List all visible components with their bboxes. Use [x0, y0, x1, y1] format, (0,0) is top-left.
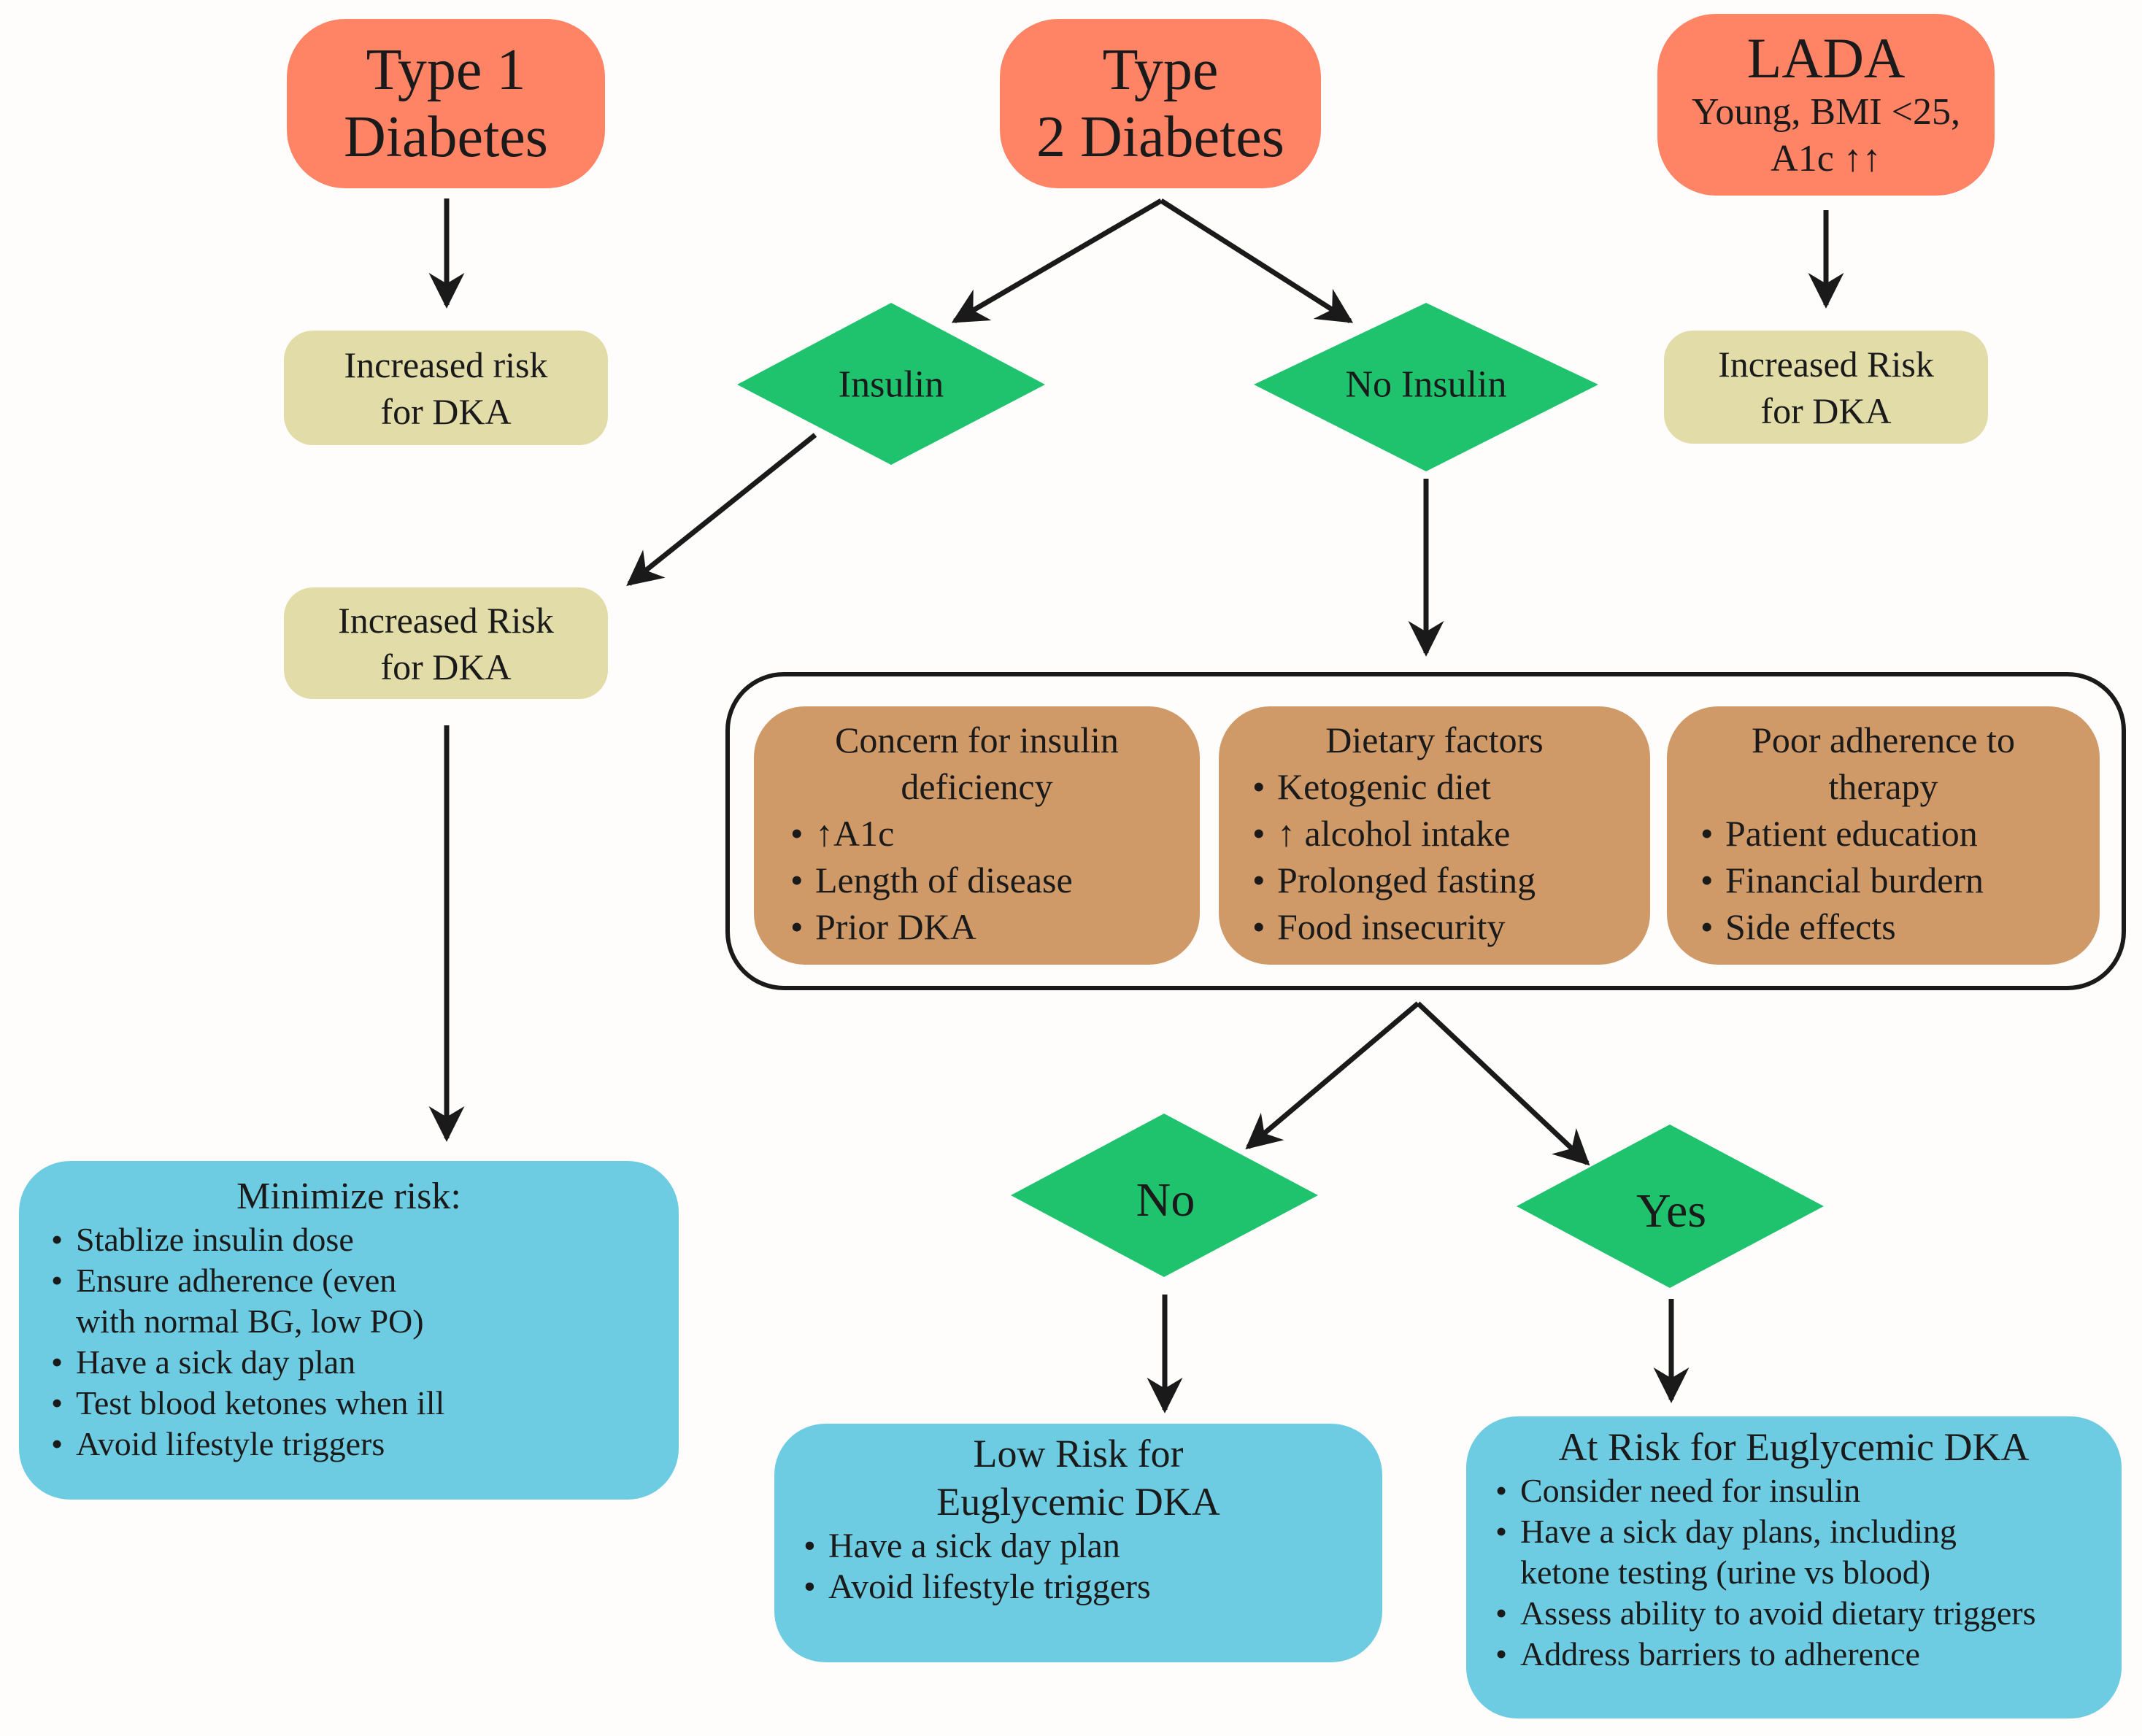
- factor-2-list: Patient education Financial burdern Side…: [1693, 810, 1984, 950]
- arrow-insulin-to-risk: [626, 433, 817, 587]
- increased-risk-type1: Increased risk for DKA: [284, 331, 608, 445]
- risk-insulin-line2: for DKA: [380, 646, 512, 687]
- risk-lada-line2: for DKA: [1760, 390, 1892, 431]
- factor-1-item: Prolonged fasting: [1245, 857, 1536, 903]
- factor-0-title2: deficiency: [901, 766, 1053, 807]
- minimize-risk-box: Minimize risk: Stablize insulin dose Ens…: [19, 1161, 679, 1500]
- risk-factors-group: [725, 672, 2126, 990]
- arrow-factors-to-no: [1245, 1001, 1420, 1150]
- minimize-item: Test blood ketones when ill: [44, 1383, 444, 1424]
- factor-2-item: Side effects: [1693, 903, 1984, 950]
- factor-1-item: Food insecurity: [1245, 903, 1536, 950]
- decision-no-insulin-shape: [1254, 303, 1598, 471]
- lada-line1: Young, BMI <25,: [1692, 90, 1960, 133]
- increased-risk-insulin: Increased Risk for DKA: [284, 587, 608, 699]
- minimize-item: Stablize insulin dose: [44, 1219, 444, 1260]
- at-risk-list: Consider need for insulin Have a sick da…: [1488, 1470, 2036, 1675]
- risk-type1-line2: for DKA: [380, 390, 512, 432]
- minimize-title: Minimize risk:: [236, 1176, 461, 1217]
- factor-1-item: ↑ alcohol intake: [1245, 810, 1536, 857]
- low-risk-item: Avoid lifestyle triggers: [796, 1567, 1151, 1608]
- risk-type1-line1: Increased risk: [344, 344, 548, 385]
- minimize-item-continued: with normal BG, low PO): [76, 1303, 424, 1340]
- low-risk-box: Low Risk for Euglycemic DKA Have a sick …: [774, 1424, 1382, 1662]
- at-risk-item: Assess ability to avoid dietary triggers: [1488, 1593, 2036, 1634]
- lada-node: LADA Young, BMI <25, A1c ↑↑: [1657, 14, 1995, 196]
- minimize-item: Avoid lifestyle triggers: [44, 1424, 444, 1465]
- type2-diabetes-node: Type 2 Diabetes: [1000, 19, 1321, 188]
- decision-insulin-label: Insulin: [838, 363, 944, 406]
- decision-no-shape: [1011, 1114, 1318, 1277]
- at-risk-item-continued: ketone testing (urine vs blood): [1520, 1554, 1931, 1591]
- factor-0-item: Prior DKA: [783, 903, 1073, 950]
- lada-line2: A1c ↑↑: [1771, 137, 1881, 180]
- low-risk-title1: Low Risk for: [973, 1432, 1184, 1475]
- at-risk-item: Address barriers to adherence: [1488, 1634, 2036, 1675]
- factor-2-title2: therapy: [1828, 766, 1938, 807]
- minimize-list: Stablize insulin dose Ensure adherence (…: [44, 1219, 444, 1465]
- decision-no-label: No: [1136, 1173, 1195, 1227]
- factor-1-list: Ketogenic diet ↑ alcohol intake Prolonge…: [1245, 763, 1536, 950]
- decision-no-insulin-label: No Insulin: [1345, 363, 1507, 406]
- at-risk-title: At Risk for Euglycemic DKA: [1558, 1425, 2030, 1469]
- arrow-type2-to-no-insulin: [1160, 198, 1354, 323]
- risk-insulin-line1: Increased Risk: [338, 599, 554, 641]
- factor-2-item: Financial burdern: [1693, 857, 1984, 903]
- type1-diabetes-node: Type 1 Diabetes: [287, 19, 605, 188]
- type2-line2: 2 Diabetes: [1036, 105, 1284, 169]
- risk-lada-line1: Increased Risk: [1718, 343, 1934, 385]
- arrow-type2-to-insulin: [951, 198, 1163, 324]
- factor-1-title1: Dietary factors: [1325, 720, 1544, 760]
- at-risk-item: Have a sick day plans, including: [1488, 1511, 2036, 1552]
- minimize-item: Have a sick day plan: [44, 1342, 444, 1383]
- type2-line1: Type: [1102, 38, 1219, 102]
- type1-line2: Diabetes: [344, 105, 548, 169]
- factor-0-list: ↑A1c Length of disease Prior DKA: [783, 810, 1073, 950]
- factor-1-item: Ketogenic diet: [1245, 763, 1536, 810]
- type1-line1: Type 1: [366, 38, 526, 102]
- factor-poor-adherence: Poor adherence to therapy Patient educat…: [1667, 706, 2100, 965]
- factor-insulin-deficiency: Concern for insulin deficiency ↑A1c Leng…: [754, 706, 1200, 965]
- factor-dietary: Dietary factors Ketogenic diet ↑ alcohol…: [1219, 706, 1650, 965]
- low-risk-item: Have a sick day plan: [796, 1526, 1151, 1567]
- decision-yes-shape: [1517, 1124, 1824, 1288]
- at-risk-box: At Risk for Euglycemic DKA Consider need…: [1466, 1416, 2122, 1718]
- factor-0-title1: Concern for insulin: [835, 720, 1119, 760]
- factor-0-item: Length of disease: [783, 857, 1073, 903]
- factor-2-title1: Poor adherence to: [1752, 720, 2015, 760]
- arrow-factors-to-yes: [1416, 1001, 1590, 1166]
- increased-risk-lada: Increased Risk for DKA: [1664, 331, 1988, 444]
- at-risk-item: Consider need for insulin: [1488, 1470, 2036, 1511]
- decision-insulin-shape: [737, 303, 1045, 465]
- low-risk-title2: Euglycemic DKA: [936, 1480, 1220, 1524]
- low-risk-list: Have a sick day plan Avoid lifestyle tri…: [796, 1526, 1151, 1608]
- factor-2-item: Patient education: [1693, 810, 1984, 857]
- decision-yes-label: Yes: [1636, 1184, 1707, 1238]
- factor-0-item: ↑A1c: [783, 810, 1073, 857]
- minimize-item: Ensure adherence (even: [44, 1260, 444, 1301]
- lada-title: LADA: [1746, 26, 1906, 90]
